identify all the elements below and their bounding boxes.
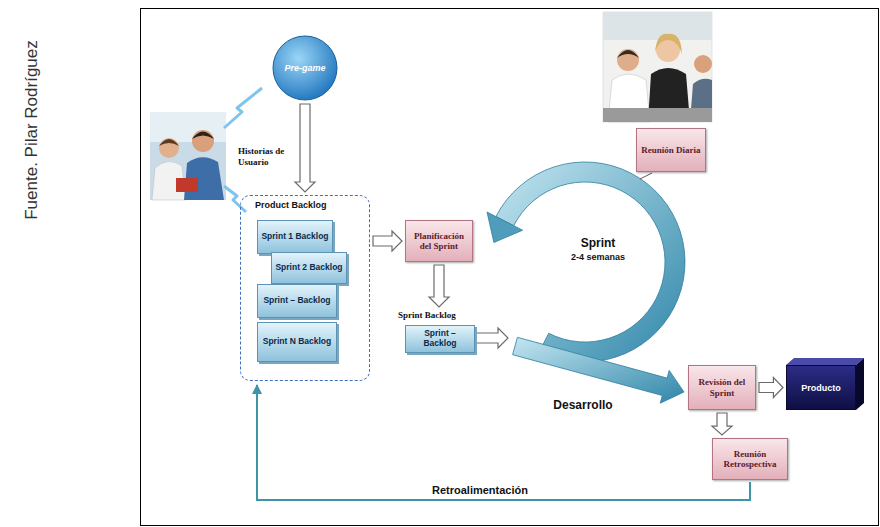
backlog-item: Sprint – Backlog: [257, 284, 337, 318]
feedback-line: [257, 385, 750, 500]
loop-arrowhead: [487, 212, 523, 243]
node-heading: Product Backlog: [255, 200, 327, 210]
product-box: Producto: [786, 365, 856, 410]
person-hair: [617, 50, 639, 58]
table-edge: [603, 108, 712, 122]
node-text: Sprint 1 Backlog: [261, 232, 328, 242]
edge-label: Retroalimentación: [429, 484, 531, 496]
start-circle: Pre-game: [272, 35, 338, 101]
photo-meeting: [603, 12, 712, 122]
development-arrow: [513, 337, 684, 403]
photo-ground: [150, 112, 226, 200]
node-text: Sprint – Backlog: [263, 296, 330, 306]
backlog-item: Sprint 2 Backlog: [271, 252, 347, 284]
node-text: Producto: [801, 383, 841, 393]
source-note: Fuente. Pilar Rodríguez: [22, 30, 42, 230]
node-text: Reunión Retrospectiva: [716, 449, 784, 470]
figure-frame: [141, 9, 879, 526]
leader-line: [640, 173, 652, 179]
node-text: Sprint N Backlog: [263, 337, 331, 347]
process-box: Reunión Diaria: [636, 128, 706, 172]
lightning-bolt: [224, 186, 246, 212]
node-heading: Sprint Backlog: [398, 310, 456, 320]
node-text: Pre-game: [284, 63, 325, 73]
person-head: [192, 130, 214, 152]
process-box: Revisión del Sprint: [688, 365, 756, 410]
backlog-item: Sprint BacklogSprint – Backlog: [405, 325, 475, 353]
backlog-container: Product BacklogSprint 1 BacklogSprint 2 …: [240, 195, 370, 381]
flow-arrow: [373, 231, 402, 251]
node-text: Sprint – Backlog: [409, 329, 471, 349]
flow-arrow: [429, 265, 449, 307]
flow-arrow: [712, 413, 732, 435]
node-text: Reunión Diaria: [641, 145, 700, 155]
person-head: [617, 49, 639, 71]
backlog-item: Sprint N Backlog: [257, 322, 337, 362]
input-label: Historias de Usuario: [238, 146, 296, 168]
process-box: Planificación del Sprint: [405, 220, 473, 262]
person-head: [159, 138, 179, 158]
node-text: Revisión del Sprint: [692, 377, 752, 398]
sprint-loop: [496, 162, 685, 362]
node-text: Sprint 2 Backlog: [275, 263, 342, 273]
box-side-face: [856, 358, 864, 410]
phase-label: Desarrollo: [545, 398, 621, 412]
photo-ground: [603, 12, 712, 122]
box-top-face: [786, 358, 864, 365]
flow-arrow: [295, 104, 315, 192]
duration-label: 2-4 semanas: [558, 252, 638, 262]
flow-arrow: [759, 378, 783, 398]
backlog-item: Sprint 1 Backlog: [257, 220, 333, 254]
cycle-label: Sprint: [558, 236, 638, 250]
photo-window: [150, 112, 226, 142]
person-head: [694, 55, 712, 73]
lightning-bolt: [224, 88, 262, 128]
photo-wall: [603, 12, 712, 40]
folder-icon: [176, 178, 198, 192]
start-circle-shape: [273, 36, 337, 100]
person-hair: [159, 139, 179, 146]
photo-users: [150, 112, 226, 200]
node-text: Planificación del Sprint: [409, 231, 469, 252]
process-box: Reunión Retrospectiva: [712, 438, 788, 480]
flow-arrow: [475, 328, 508, 348]
person-hair: [655, 34, 682, 54]
person-hair: [192, 132, 214, 140]
